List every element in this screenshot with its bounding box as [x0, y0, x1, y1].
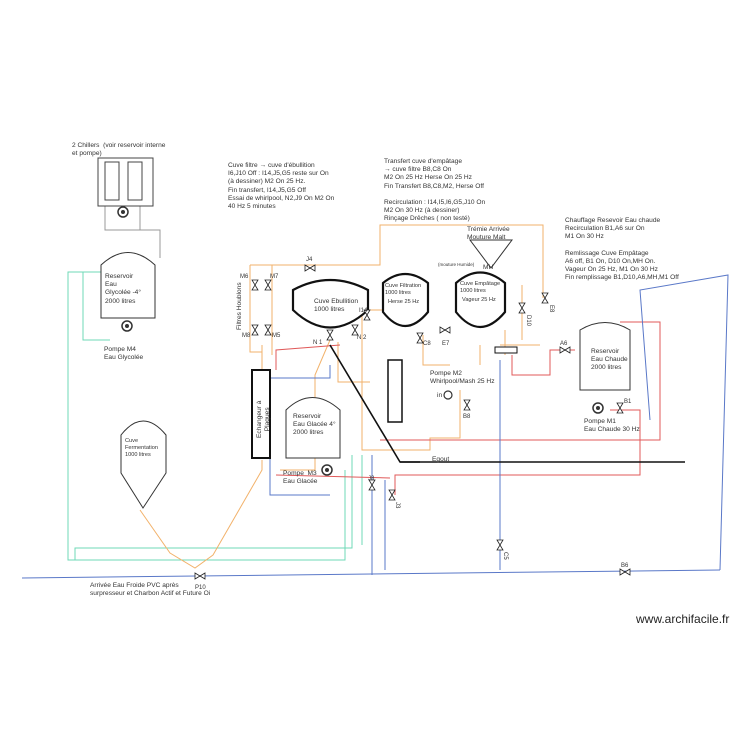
pump-m2-label: Pompe M2 Whirlpool/Mash 25 Hz	[430, 370, 495, 386]
valve-a6: A6	[559, 341, 571, 354]
hopper	[469, 239, 513, 269]
valve-label: M6	[240, 274, 249, 280]
valve-label: A6	[560, 341, 568, 347]
valve-m8: M8	[242, 324, 259, 339]
fermentation-tank-label: Cuve Fermentation 1000 litres	[125, 438, 158, 458]
valve-j4: J4	[304, 257, 316, 272]
pump-m3-label: Pompe M3 Eau Glacée	[283, 470, 318, 486]
valve-label: C8	[423, 341, 431, 347]
valve-m5: M5	[264, 324, 281, 339]
hot-water-note: Chauffage Resevoir Eau chaude Recirculat…	[565, 217, 679, 282]
valve-label: B8	[463, 414, 471, 420]
hop-filters-label: Filtres Houblons	[236, 282, 243, 330]
glycol-reservoir	[100, 252, 156, 319]
boil-kettle-label: Cuve Ebullition 1000 litres	[314, 298, 358, 314]
hopper-small-label: (mouture Humide)	[438, 262, 475, 267]
cold-pipes	[21, 274, 729, 579]
ice-reservoir-label: Reservoir Eau Glacée 4° 2000 litres	[293, 413, 336, 437]
filtration-tank	[381, 272, 430, 328]
valve-d10: D10	[518, 302, 531, 327]
hopper-label: Trémie Arrivée Mouture Malt	[467, 226, 510, 242]
valve-label: N 2	[357, 335, 367, 341]
chiller-2	[127, 161, 143, 201]
valve-label: B6	[621, 563, 629, 569]
valve-label: J4	[306, 257, 313, 263]
drain-pipes	[329, 344, 685, 463]
valve-n1: N 1	[313, 329, 334, 346]
valve-label: D10	[525, 315, 531, 327]
hot-reservoir	[579, 322, 631, 391]
mh-label: MH	[483, 264, 494, 271]
valve-label: E7	[442, 341, 450, 347]
valve-label: M8	[242, 333, 251, 339]
valve-label: C5	[502, 552, 508, 560]
pump-m2-icon	[443, 390, 453, 400]
valve-p10: P10	[194, 572, 206, 591]
hot-pipes	[275, 321, 661, 495]
boil-transfer-note: Cuve filtre → cuve d'ébullition I6,J10 O…	[228, 162, 335, 211]
ice-reservoir	[285, 397, 341, 459]
valve-label: J8	[368, 476, 375, 482]
valve-b1: B1	[616, 399, 632, 414]
plate-exchanger	[251, 369, 271, 459]
glycol-pipes	[67, 271, 363, 561]
pump-m1-label: Pompe M1 Eau Chaude 30 Hz	[584, 418, 640, 434]
valve-b6: B6	[619, 563, 631, 576]
chillers-note: 2 Chillers (voir reservoir interne et po…	[72, 142, 166, 158]
glycol-reservoir-label: Reservoir Eau Glycolée -4° 2000 litres	[105, 273, 141, 305]
valve-label: M5	[272, 333, 281, 339]
valve-label: E8	[548, 305, 554, 313]
egout-label: Egout	[432, 456, 450, 463]
valve-j3: J3	[388, 489, 400, 509]
mash-tank	[454, 271, 507, 328]
valve-j8: J8	[368, 476, 376, 491]
watermark: www.archifacile.fr	[636, 612, 730, 626]
mash-transfer-note: Transfert cuve d'empâtage → cuve filtre …	[384, 158, 486, 223]
valve-b8: B8	[463, 399, 471, 420]
filtration-sub-label: Herse 25 Hz	[388, 299, 420, 305]
chiller-1	[104, 161, 120, 201]
valve-e7: E7	[439, 326, 451, 347]
valve-m6: M6	[240, 274, 259, 291]
valve-label: B1	[624, 399, 632, 405]
valve-label: P10	[195, 585, 206, 591]
valve-c5: C5	[496, 539, 508, 560]
valve-n2: N 2	[351, 324, 367, 341]
mash-sub-label: Vageur 25 Hz	[462, 297, 496, 303]
fermentation-tank	[120, 420, 167, 509]
cold-water-note: Arrivée Eau Froide PVC après surpresseur…	[90, 582, 211, 598]
chiller-pipes	[104, 205, 161, 258]
in-label: in	[437, 392, 443, 399]
pump-m2-body	[387, 359, 403, 423]
valve-label: M7	[270, 274, 279, 280]
valve-label: I14	[359, 308, 368, 314]
valve-label: J3	[394, 502, 400, 509]
valve-e8: E8	[541, 292, 554, 313]
valve-c8: C8	[416, 332, 431, 347]
manifold	[494, 346, 518, 354]
plate-exchanger-label: Echangeur à Plaques	[256, 400, 272, 438]
valve-m7: M7	[264, 274, 279, 291]
valve-label: N 1	[313, 340, 323, 346]
mash-tank-label: Cuve Empâtage 1000 litres	[460, 281, 501, 294]
pump-m4-label: Pompe M4 Eau Glycolée	[104, 346, 144, 362]
hot-reservoir-label: Reservoir Eau Chaude 2000 litres	[591, 348, 628, 372]
valve-i14: I14	[359, 308, 371, 321]
filtration-tank-label: Cuve Filtration 1000 litres	[385, 283, 422, 296]
